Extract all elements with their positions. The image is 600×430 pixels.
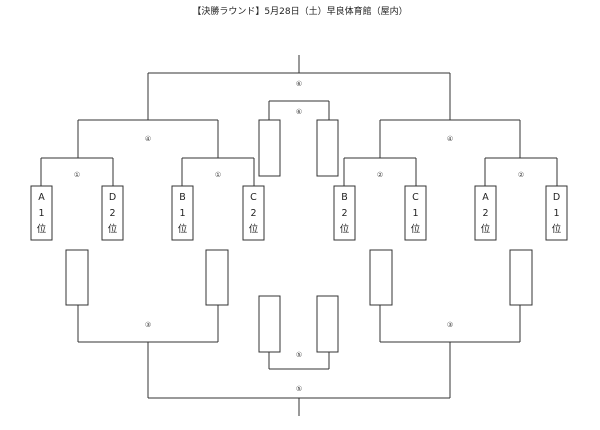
match-number-left-third: ③	[145, 321, 151, 329]
slot-5-char-3: 位	[340, 223, 350, 235]
match-number-final-top: ⑥	[296, 80, 302, 88]
left-lower-box-1	[65, 249, 89, 306]
team-slot-6	[404, 185, 427, 241]
slot-3-char-1: B	[179, 192, 186, 203]
match-number-left-qf-2: ①	[215, 171, 221, 179]
team-slot-3	[171, 185, 194, 241]
left-lower-box-2	[205, 249, 229, 306]
slot-4-char-1: C	[250, 192, 257, 203]
final-top-bracket	[147, 55, 451, 120]
match-number-right-qf-2: ②	[518, 171, 524, 179]
slot-6-char-1: C	[412, 192, 419, 203]
match-number-left-semi: ④	[145, 135, 151, 143]
slot-8-char-3: 位	[552, 223, 562, 235]
team-slot-4	[242, 185, 265, 241]
page-title: 【決勝ラウンド】5月28日（土）早良体育館（屋内）	[192, 7, 408, 17]
center-bottom-right-box	[316, 295, 339, 353]
match-number-right-qf-1: ②	[377, 171, 383, 179]
right-lower-box-1	[369, 249, 393, 306]
slot-5-char-2: 2	[341, 208, 347, 219]
slot-2-char-3: 位	[108, 223, 118, 235]
slot-1-char-1: A	[38, 192, 45, 203]
center-top-left-box	[258, 119, 281, 177]
team-slot-2	[101, 185, 124, 241]
slot-2-char-2: 2	[109, 208, 115, 219]
match-number-final-bottom: ⑤	[296, 385, 302, 393]
slot-4-char-2: 2	[250, 208, 256, 219]
slot-1-char-3: 位	[37, 223, 47, 235]
slot-3-char-3: 位	[178, 223, 188, 235]
right-semi-bracket	[379, 119, 521, 158]
center-top-bracket	[268, 100, 330, 120]
match-number-right-third: ③	[447, 321, 453, 329]
left-semi-bracket	[77, 119, 219, 158]
slot-6-char-3: 位	[411, 223, 421, 235]
team-slot-5	[333, 185, 356, 241]
slot-4-char-3: 位	[249, 223, 259, 235]
slot-2-char-1: D	[109, 192, 116, 203]
left-qf-1-bracket	[40, 157, 114, 186]
center-bottom-bracket	[268, 352, 330, 370]
slot-7-char-1: A	[482, 192, 489, 203]
center-bottom-left-box	[258, 295, 281, 353]
team-slot-8	[545, 185, 568, 241]
match-number-center-bottom: ⑤	[296, 351, 302, 359]
team-slots: A 1 位 D 2 位 B 1 位 C 2 位 B 2 位 C 1 位 A 2 …	[30, 185, 568, 241]
right-qf-2-bracket	[484, 157, 558, 186]
match-number-center-top: ⑥	[296, 108, 302, 116]
match-number-right-semi: ④	[447, 135, 453, 143]
slot-5-char-1: B	[341, 192, 348, 203]
slot-1-char-2: 1	[38, 208, 44, 219]
team-slot-7	[474, 185, 497, 241]
match-number-left-qf-1: ①	[74, 171, 80, 179]
right-qf-1-bracket	[343, 157, 417, 186]
slot-7-char-2: 2	[482, 208, 488, 219]
final-bottom-bracket	[147, 342, 451, 416]
left-qf-2-bracket	[181, 157, 255, 186]
slot-3-char-2: 1	[179, 208, 185, 219]
slot-8-char-1: D	[553, 192, 560, 203]
center-top-right-box	[316, 119, 339, 177]
slot-7-char-3: 位	[481, 223, 491, 235]
slot-8-char-2: 1	[553, 208, 559, 219]
team-slot-1	[30, 185, 53, 241]
right-lower-box-2	[509, 249, 533, 306]
slot-6-char-2: 1	[412, 208, 418, 219]
